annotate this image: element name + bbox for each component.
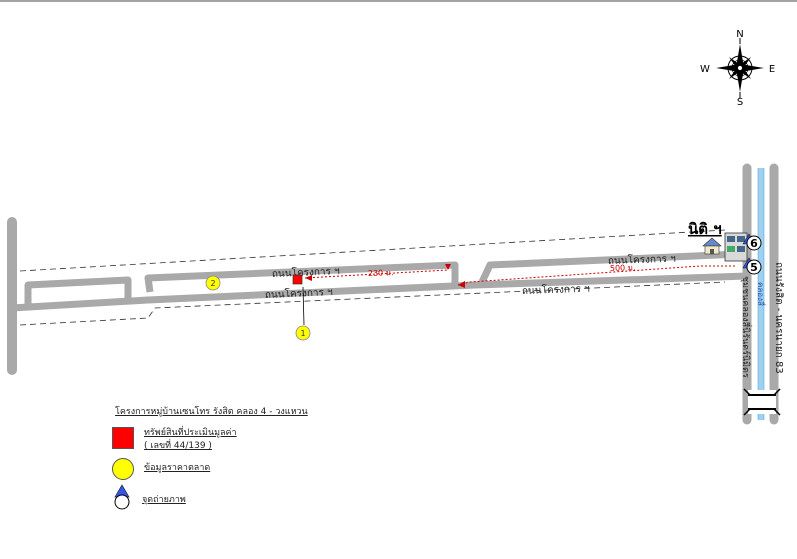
road-label-upper: ถนนโครงการ ฯ: [272, 264, 340, 280]
legend-subject-sub: ( เลขที่ 44/139 ): [144, 441, 212, 451]
market-point-1-number: 1: [300, 329, 305, 338]
bridge-symbol: [743, 388, 781, 416]
road-label-middle: ถนนโครงการ ฯ: [265, 285, 333, 301]
compass-e: E: [769, 64, 775, 75]
subject-swatch: [112, 427, 134, 449]
compass-n: N: [736, 29, 743, 40]
subject-property-marker: [292, 274, 303, 285]
legend-subject-label: ทรัพย์สินที่ประเมินมูลค่า: [144, 428, 237, 438]
photo-point-6-number: 6: [750, 237, 758, 250]
nithi-label: นิติ ฯ: [688, 220, 722, 238]
boundary-lower: [19, 281, 726, 326]
nithi-office-icon: [724, 232, 748, 262]
main-road-label: ถนนรังสิต - นครนายก 83: [773, 262, 784, 374]
distance-230: 230 ม.: [368, 268, 394, 278]
photo-point-5-number: 5: [750, 261, 758, 274]
legend-photo-row: จุดถ่ายภาพ: [112, 484, 186, 510]
legend-photo-label: จุดถ่ายภาพ: [142, 495, 186, 505]
road-label-right: ถนนโครงการ ฯ: [608, 252, 676, 267]
compass-rose: [716, 38, 764, 98]
canal-label: คลองสี่: [756, 282, 767, 306]
photo-point-6: 6: [742, 233, 762, 251]
distance-500: 500 ม.: [610, 263, 636, 273]
road-label-lower: ถนนโครงการ ฯ: [522, 282, 590, 297]
camera-point-icon: [114, 484, 130, 510]
route-line-2: [457, 265, 735, 286]
internal-roads: [11, 250, 748, 312]
legend-market-label: ข้อมูลราคาตลาด: [144, 463, 211, 473]
market-swatch: [112, 458, 134, 480]
market-point-2: 2: [205, 275, 221, 291]
photo-point-5: 5: [742, 257, 762, 275]
bank-label: ชุมชนคลองสี่นิรันดร์นิมิตร: [740, 276, 753, 378]
legend-market-row: ข้อมูลราคาตลาด: [112, 458, 210, 480]
boundary-upper: [19, 229, 726, 272]
legend-subject-row: ทรัพย์สินที่ประเมินมูลค่า ( เลขที่ 44/13…: [112, 427, 237, 453]
house-icon: [702, 237, 722, 255]
legend-title: โครงการหมู่บ้านเซนโทร รังสิต คลอง 4 - วง…: [115, 407, 308, 417]
compass-s: S: [737, 97, 743, 108]
market-point-2-number: 2: [210, 279, 215, 288]
market-point-1: 1: [295, 325, 311, 341]
compass-w: W: [700, 64, 710, 75]
